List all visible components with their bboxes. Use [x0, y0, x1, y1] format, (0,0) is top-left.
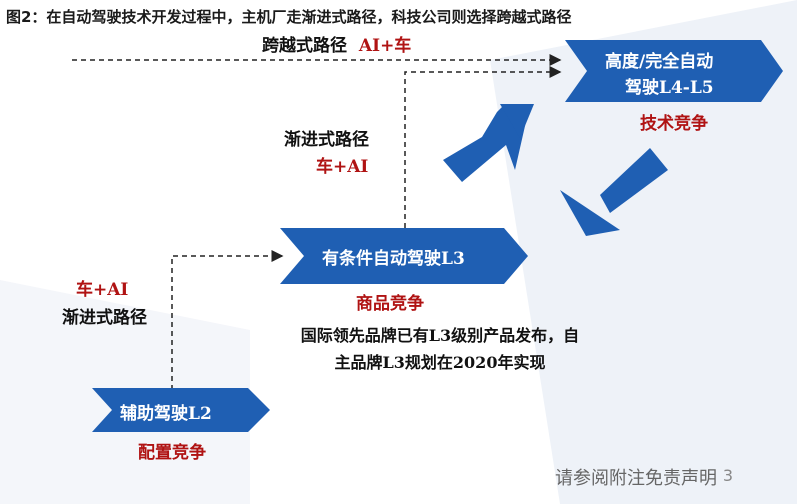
l3-note: 国际领先品牌已有L3级别产品发布，自主品牌L3规划在2020年实现 [300, 326, 580, 372]
stage-l4-l5-competition: 技术竞争 [640, 114, 708, 134]
progressive-path-upper-tag: 车+AI [316, 157, 369, 177]
page-number: 3 [722, 466, 733, 485]
progressive-path-lower [171, 250, 284, 390]
progressive-path-lower-label: 渐进式路径 [62, 308, 147, 328]
stage-l2-competition: 配置竞争 [138, 443, 206, 463]
progressive-path-upper [404, 66, 562, 228]
stage-l3-chevron: 有条件自动驾驶L3 [280, 228, 528, 284]
downgrade-arrow [560, 148, 668, 236]
disclaimer-footer: 请参阅附注免责声明 [555, 468, 717, 489]
figure-title: 图2：在自动驾驶技术开发过程中，主机厂走渐进式路径，科技公司则选择跨越式路径 [6, 8, 572, 26]
stage-l2-chevron: 辅助驾驶L2 [92, 388, 270, 432]
progressive-path-upper-label: 渐进式路径 [284, 130, 369, 150]
progressive-path-lower-tag: 车+AI [76, 280, 129, 300]
leapfrog-path-label: 跨越式路径 AI+车 [262, 31, 411, 56]
stage-l4-l5-chevron: 高度/完全自动 驾驶L4-L5 [565, 40, 783, 102]
stage-l4-l5-line1: 高度/完全自动 [605, 52, 714, 72]
stage-l4-l5-line2: 驾驶L4-L5 [625, 78, 714, 98]
stage-l3-label: 有条件自动驾驶L3 [322, 249, 465, 269]
upgrade-arrow [443, 104, 534, 182]
leapfrog-path-tag: AI+车 [358, 36, 412, 56]
stage-l3-competition: 商品竞争 [356, 294, 424, 314]
stage-l2-label: 辅助驾驶L2 [120, 404, 212, 424]
leapfrog-path-text: 跨越式路径 [262, 36, 347, 56]
